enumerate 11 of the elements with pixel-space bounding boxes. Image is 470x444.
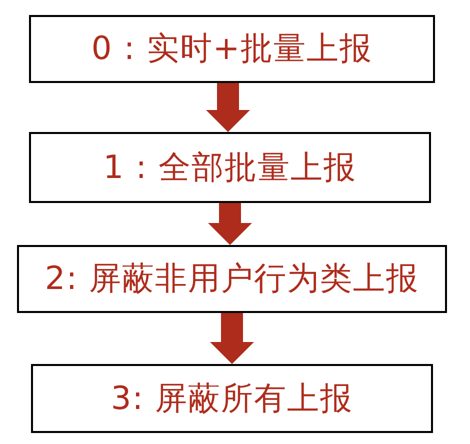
- block-arrow: [210, 313, 254, 364]
- process-box: [31, 364, 433, 433]
- block-arrow: [208, 203, 252, 245]
- block-arrow: [206, 83, 250, 132]
- step-label: 2: 屏蔽非用户行为类上报: [44, 261, 420, 297]
- process-box: [29, 132, 431, 203]
- step-label: 0 : 实时+批量上报: [91, 31, 373, 67]
- step-label: 1 : 全部批量上报: [103, 150, 357, 186]
- process-box: [29, 15, 435, 83]
- step-label: 3: 屏蔽所有上报: [110, 380, 354, 416]
- process-box: [17, 245, 447, 313]
